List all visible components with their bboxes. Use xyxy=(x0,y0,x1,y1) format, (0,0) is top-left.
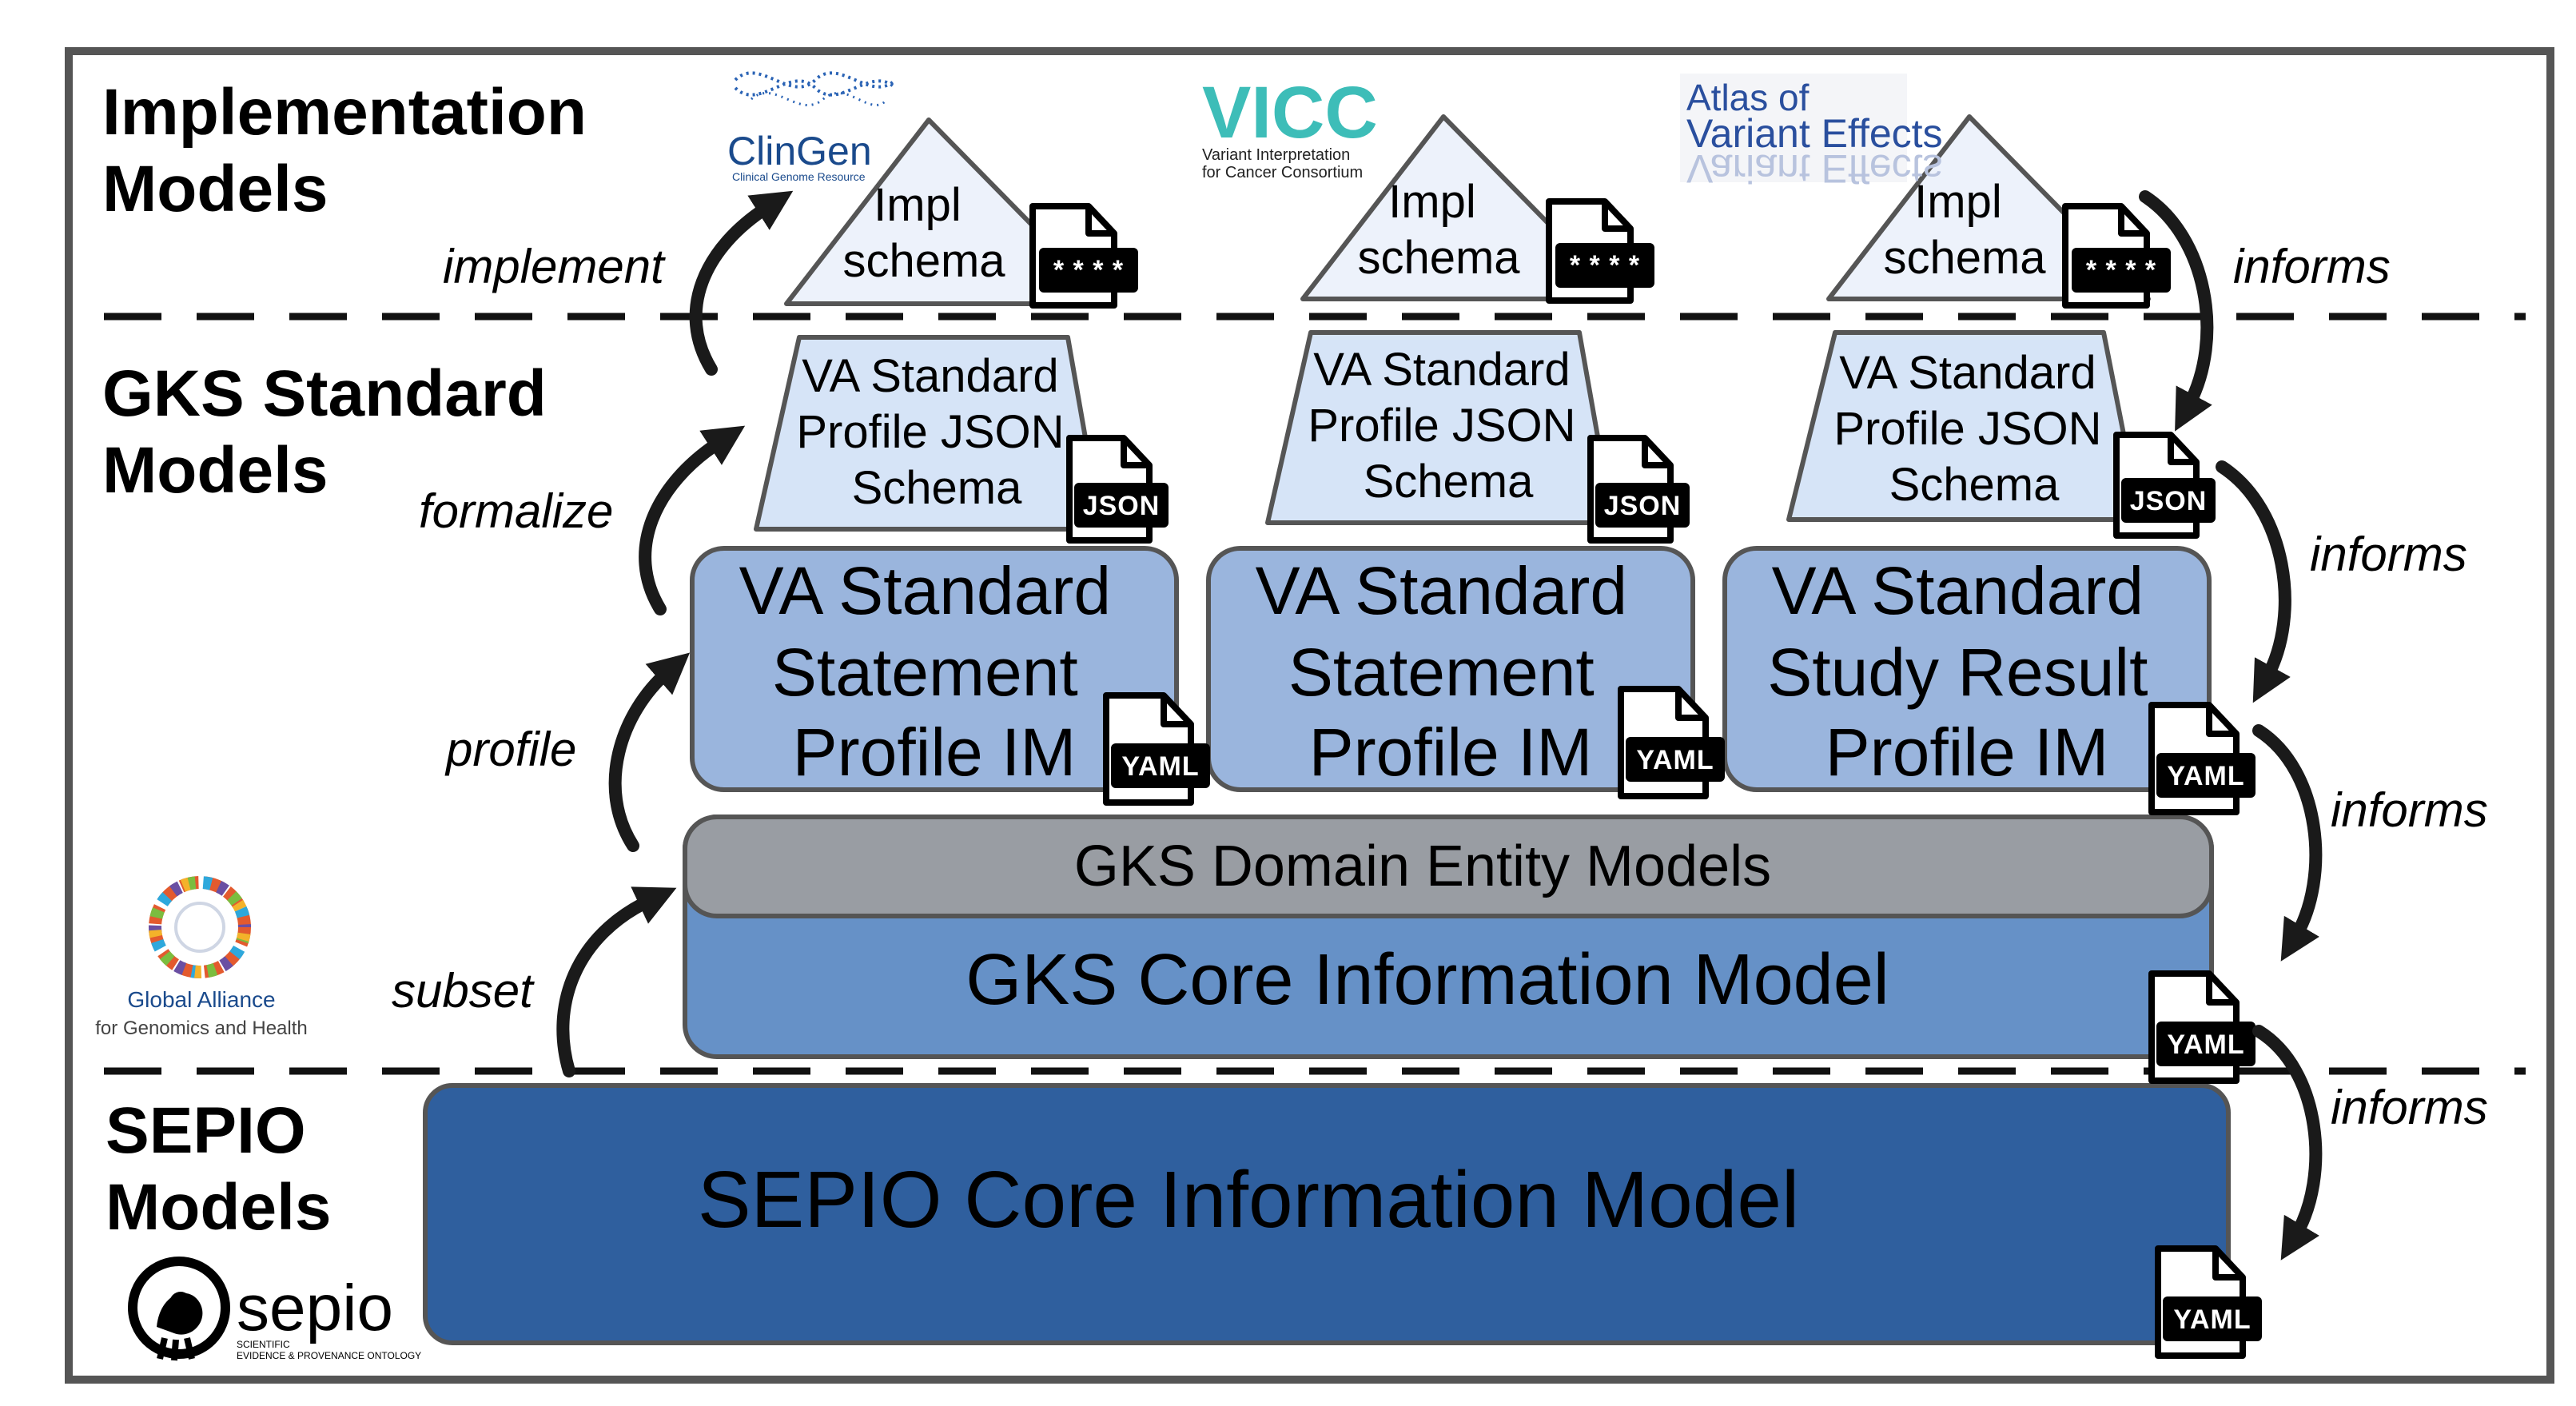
arrow-subset xyxy=(556,886,677,1077)
json-schema-2: VA Standard Profile JSON Schema xyxy=(1265,330,1615,525)
atlas-of-variant-effects-logo: Atlas of Variant Effects Variant Effects xyxy=(1680,74,1943,191)
clingen-logo: ClinGen Clinical Genome Resource xyxy=(727,71,897,183)
arrow-informs xyxy=(2216,460,2291,703)
label-implement: implement xyxy=(443,240,666,293)
svg-text:Variant Interpretation: Variant Interpretation xyxy=(1202,146,1350,164)
json-file-icon: JSON xyxy=(1587,435,1690,544)
svg-text:VA Standard Study Result: VA Standard Study Result Profile IM xyxy=(1767,553,2167,790)
sepio-logo: sepio SCIENTIFIC EVIDENCE & PROVENANCE O… xyxy=(128,1257,421,1361)
svg-text:VA Standard Statement: VA Standard Statement Profile IM xyxy=(1256,553,1646,790)
domain-entity-band xyxy=(683,815,2214,918)
layer-title-implementation: Implementation Models xyxy=(102,76,605,225)
label-subset: subset xyxy=(392,964,535,1018)
svg-text:Impl schema: Impl schema xyxy=(842,179,1005,287)
impl-schema-2: Impl schema xyxy=(1300,114,1625,301)
layer-title-gks: GKS Standard Models xyxy=(102,357,565,507)
arrow-profile xyxy=(608,652,691,852)
layer-title-sepio: SEPIO Models xyxy=(106,1094,331,1244)
svg-text:Variant Effects: Variant Effects xyxy=(1686,111,1943,156)
svg-text:VICC: VICC xyxy=(1202,72,1378,153)
arrow-informs xyxy=(2252,724,2323,962)
yaml-file-icon: YAML xyxy=(2155,1245,2262,1359)
gks-core-label: GKS Core Information Model xyxy=(966,940,1889,1020)
vicc-logo: VICC Variant Interpretation for Cancer C… xyxy=(1202,72,1378,181)
svg-text:YAML: YAML xyxy=(1121,751,1199,782)
ga4gh-logo: Global Alliance for Genomics and Health xyxy=(95,876,308,1039)
profile-im-2: VA Standard Statement Profile IM xyxy=(1206,546,1695,792)
svg-text:* * * *: * * * * xyxy=(1570,250,1640,281)
arrow-informs xyxy=(2252,1025,2323,1261)
yaml-file-icon: YAML xyxy=(1103,692,1210,806)
json-schema-1: VA Standard Profile JSON Schema xyxy=(754,335,1104,532)
svg-text:Variant Effects: Variant Effects xyxy=(1686,146,1943,191)
arrow-formalize xyxy=(639,425,746,615)
svg-text:JSON: JSON xyxy=(1604,491,1682,521)
svg-text:YAML: YAML xyxy=(2167,761,2244,791)
svg-text:Impl schema: Impl schema xyxy=(1883,176,2046,284)
json-schema-3: VA Standard Profile JSON Schema xyxy=(1786,330,2143,522)
label-profile: profile xyxy=(444,723,576,776)
password-file-icon: * * * * xyxy=(2062,203,2171,309)
svg-text:Atlas of: Atlas of xyxy=(1686,77,1810,118)
password-file-icon: * * * * xyxy=(1029,203,1138,309)
svg-text:VA Standard Statement: VA Standard Statement Profile IM xyxy=(739,553,1130,790)
json-file-icon: JSON xyxy=(1066,435,1169,544)
domain-entity-label: GKS Domain Entity Models xyxy=(1074,834,1771,898)
label-informs: informs xyxy=(2331,783,2488,837)
svg-text:YAML: YAML xyxy=(2173,1304,2251,1335)
svg-text:* * * *: * * * * xyxy=(1053,255,1124,285)
arrow-informs xyxy=(2139,190,2214,432)
svg-text:VA Standard Profile JSON: VA Standard Profile JSON Schema xyxy=(1308,344,1588,508)
impl-schema-1: Impl schema xyxy=(784,117,1112,306)
svg-text:YAML: YAML xyxy=(2167,1030,2244,1060)
yaml-file-icon: YAML xyxy=(1618,686,1725,799)
svg-text:ClinGen: ClinGen xyxy=(727,129,872,173)
arrow-implement xyxy=(689,190,794,376)
sepio-core-label: SEPIO Core Information Model xyxy=(698,1155,1799,1245)
yaml-file-icon: YAML xyxy=(2148,702,2255,815)
svg-text:sepio: sepio xyxy=(237,1272,393,1344)
label-informs: informs xyxy=(2233,240,2391,293)
json-file-icon: JSON xyxy=(2113,432,2216,539)
svg-text:JSON: JSON xyxy=(2130,486,2208,516)
svg-text:Clinical Genome Resource: Clinical Genome Resource xyxy=(732,170,866,183)
svg-text:for Cancer Consortium: for Cancer Consortium xyxy=(1202,164,1363,181)
svg-text:* * * *: * * * * xyxy=(2086,255,2156,285)
password-file-icon: * * * * xyxy=(1546,198,1654,304)
svg-text:Impl schema: Impl schema xyxy=(1357,176,1520,284)
svg-text:VA Standard Profile JSON: VA Standard Profile JSON Schema xyxy=(796,350,1077,514)
label-informs: informs xyxy=(2310,528,2467,581)
profile-im-3: VA Standard Study Result Profile IM xyxy=(1722,546,2212,792)
svg-text:VA Standard Profile JSON: VA Standard Profile JSON Schema xyxy=(1833,347,2114,511)
svg-text:JSON: JSON xyxy=(1083,491,1161,521)
yaml-file-icon: YAML xyxy=(2148,970,2255,1084)
sepio-core-box xyxy=(423,1083,2231,1345)
profile-im-1: VA Standard Statement Profile IM xyxy=(690,546,1179,792)
svg-text:SCIENTIFIC: SCIENTIFIC xyxy=(237,1339,290,1350)
label-informs: informs xyxy=(2331,1081,2488,1134)
svg-text:EVIDENCE & PROVENANCE ONTOLOGY: EVIDENCE & PROVENANCE ONTOLOGY xyxy=(237,1350,421,1361)
svg-text:YAML: YAML xyxy=(1636,745,1714,775)
label-formalize: formalize xyxy=(419,484,613,538)
svg-text:for Genomics and Health: for Genomics and Health xyxy=(95,1018,307,1039)
svg-text:Global Alliance: Global Alliance xyxy=(127,987,275,1012)
